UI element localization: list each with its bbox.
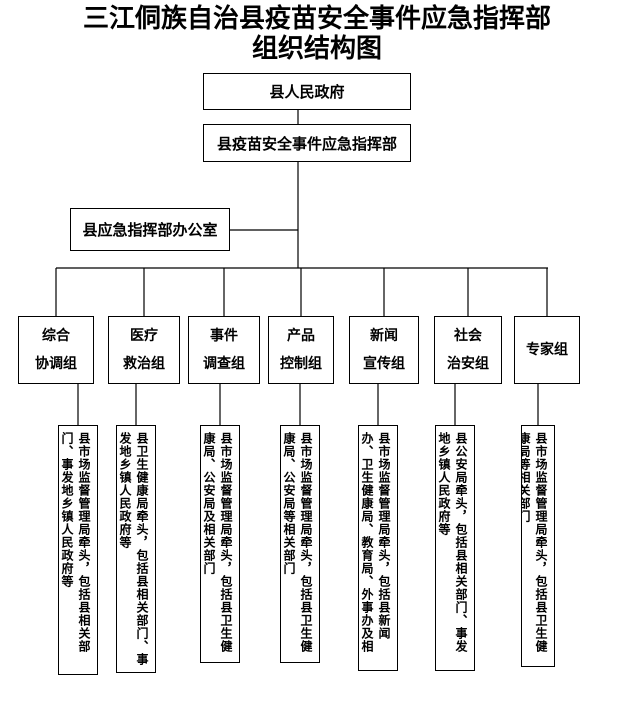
group-box-4: 产品控制组 (268, 316, 334, 384)
office-box: 县应急指挥部办公室 (70, 208, 230, 251)
group-name-line1: 专家组 (526, 342, 568, 358)
group-name-line1: 医疗 (130, 328, 158, 344)
chart-title: 三江侗族自治县疫苗安全事件应急指挥部 (82, 4, 551, 34)
command-hq-label: 县疫苗安全事件应急指挥部 (216, 134, 397, 153)
office-label: 县应急指挥部办公室 (82, 221, 218, 239)
group-name-line1: 产品 (287, 328, 315, 344)
group-name-line2: 救治组 (123, 356, 165, 372)
group-box-1: 综合协调组 (18, 316, 94, 384)
county-government-box: 县人民政府 (203, 73, 411, 110)
group-name-line1: 综合 (42, 328, 70, 344)
group-box-7: 专家组 (514, 316, 580, 384)
group-desc-7: 县市场监督管理局牵头，包括县卫生健康局等相关部门 (521, 425, 555, 667)
group-box-5: 新闻宣传组 (349, 316, 419, 384)
group-desc-2: 县卫生健康局牵头，包括县相关部门、事发地乡镇人民政府等 (116, 425, 156, 673)
group-desc-6: 县公安局牵头，包括县相关部门、事发地乡镇人民政府等 (435, 425, 475, 671)
group-name-line2: 调查组 (203, 356, 245, 372)
group-desc-1: 县市场监督管理局牵头，包括县相关部门、事发地乡镇人民政府等 (58, 425, 98, 675)
group-box-6: 社会治安组 (434, 316, 502, 384)
group-desc-3: 县市场监督管理局牵头，包括县卫生健康局、公安局及相关部门 (200, 425, 240, 663)
group-box-3: 事件调查组 (188, 316, 260, 384)
group-name-line2: 协调组 (35, 356, 77, 372)
group-box-2: 医疗救治组 (108, 316, 180, 384)
group-name-line2: 宣传组 (363, 356, 405, 372)
group-name-line1: 事件 (210, 328, 238, 344)
chart-subtitle: 组织结构图 (251, 34, 382, 64)
group-name-line2: 控制组 (280, 356, 322, 372)
command-hq-box: 县疫苗安全事件应急指挥部 (203, 124, 411, 162)
group-name-line1: 社会 (454, 328, 482, 344)
county-government-label: 县人民政府 (269, 83, 345, 101)
group-name-line1: 新闻 (370, 328, 398, 344)
group-desc-5: 县市场监督管理局牵头，包括县新闻办、卫生健康局、教育局、外事办及相关部门 (358, 425, 398, 671)
group-name-line2: 治安组 (447, 356, 489, 372)
group-desc-4: 县市场监督管理局牵头，包括县卫生健康局、公安局等相关部门 (280, 425, 320, 663)
